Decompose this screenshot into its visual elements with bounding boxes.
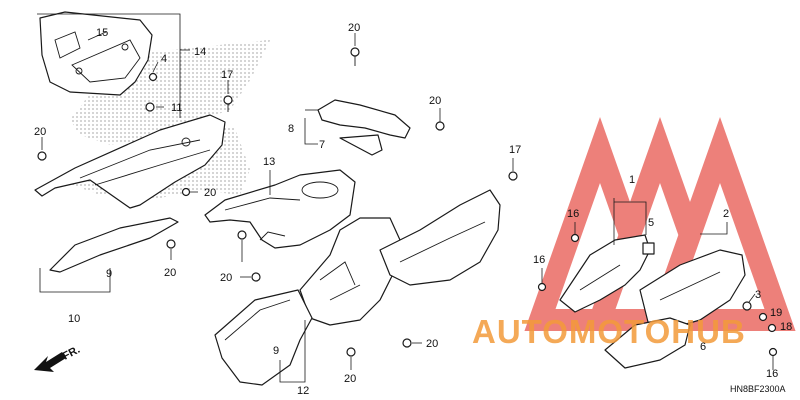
callout-20-left: 20 <box>34 126 46 138</box>
callout-9-lower: 9 <box>273 345 279 357</box>
part-10-side-cover <box>34 114 226 209</box>
callout-10: 10 <box>68 313 80 325</box>
drawing-code: HN8BF2300A <box>730 384 786 394</box>
callout-5: 5 <box>648 217 654 229</box>
direction-label: FR. <box>61 344 82 363</box>
bolt-17-right <box>508 171 518 181</box>
grommet-11 <box>145 102 155 112</box>
callout-numbers: 15 14 4 11 17 20 20 20 13 20 20 20 9 10 … <box>34 22 792 397</box>
callout-16-a: 16 <box>567 208 579 220</box>
callout-17-right: 17 <box>509 144 521 156</box>
clip-20-bottom-left <box>251 272 261 282</box>
part-7-8-brackets <box>317 99 411 156</box>
callout-19: 19 <box>770 307 782 319</box>
part-15-inner-cover <box>39 11 153 96</box>
clip-20-lower-left <box>166 239 176 249</box>
fasteners <box>37 47 778 357</box>
callout-13: 13 <box>263 156 275 168</box>
callout-20-bracket: 20 <box>429 95 441 107</box>
bolt-16-a <box>570 233 580 243</box>
front-direction-arrow: FR. <box>34 344 82 372</box>
callout-6: 6 <box>700 341 706 353</box>
callout-20-bottom-right: 20 <box>426 338 438 350</box>
clip-20-top <box>350 47 360 66</box>
part-13-top-cover <box>204 169 356 249</box>
callout-17-top: 17 <box>221 69 233 81</box>
callout-1: 1 <box>629 174 635 186</box>
bolt-16-c <box>768 347 778 357</box>
callout-7: 7 <box>319 139 325 151</box>
callout-20-lower-left: 20 <box>164 267 176 279</box>
bolt-16-b <box>537 282 547 292</box>
part-9-blade-lower <box>224 299 291 341</box>
clip-20-bottom <box>346 347 356 357</box>
washer-3 <box>742 301 752 311</box>
bolt-17-top <box>223 95 233 112</box>
part-inner-side-panel <box>379 189 501 286</box>
callout-14: 14 <box>194 46 206 58</box>
callout-2: 2 <box>723 208 729 220</box>
clip-20-left <box>37 151 47 161</box>
callout-8: 8 <box>288 123 294 135</box>
bolt-18 <box>767 323 777 333</box>
callout-16-c: 16 <box>766 368 778 380</box>
callout-15: 15 <box>96 27 108 39</box>
part-9-blade-left <box>49 217 179 273</box>
clip-20-bottom-right <box>402 338 412 348</box>
leader-lines <box>37 13 774 383</box>
watermark-brand-text: AUTOMOTOHUB <box>472 313 746 350</box>
clip-20-center <box>237 230 247 240</box>
part-12-body-cover <box>214 217 401 386</box>
clip-20-mid <box>181 187 191 197</box>
bolt-19 <box>758 312 768 322</box>
callout-4: 4 <box>161 53 167 65</box>
callout-3: 3 <box>755 289 761 301</box>
callout-20-top: 20 <box>348 22 360 34</box>
grommet-4 <box>148 72 158 82</box>
callout-9-left: 9 <box>106 268 112 280</box>
callout-20-bottom: 20 <box>344 373 356 385</box>
part-1-2-bracket-assembly <box>559 234 746 369</box>
callout-12: 12 <box>297 385 309 397</box>
callout-20-bottom-left: 20 <box>220 272 232 284</box>
callout-16-b: 16 <box>533 254 545 266</box>
callout-11: 11 <box>171 102 182 114</box>
callout-20-mid: 20 <box>204 187 216 199</box>
clip-20-bracket <box>435 121 445 131</box>
callout-18: 18 <box>780 321 792 333</box>
